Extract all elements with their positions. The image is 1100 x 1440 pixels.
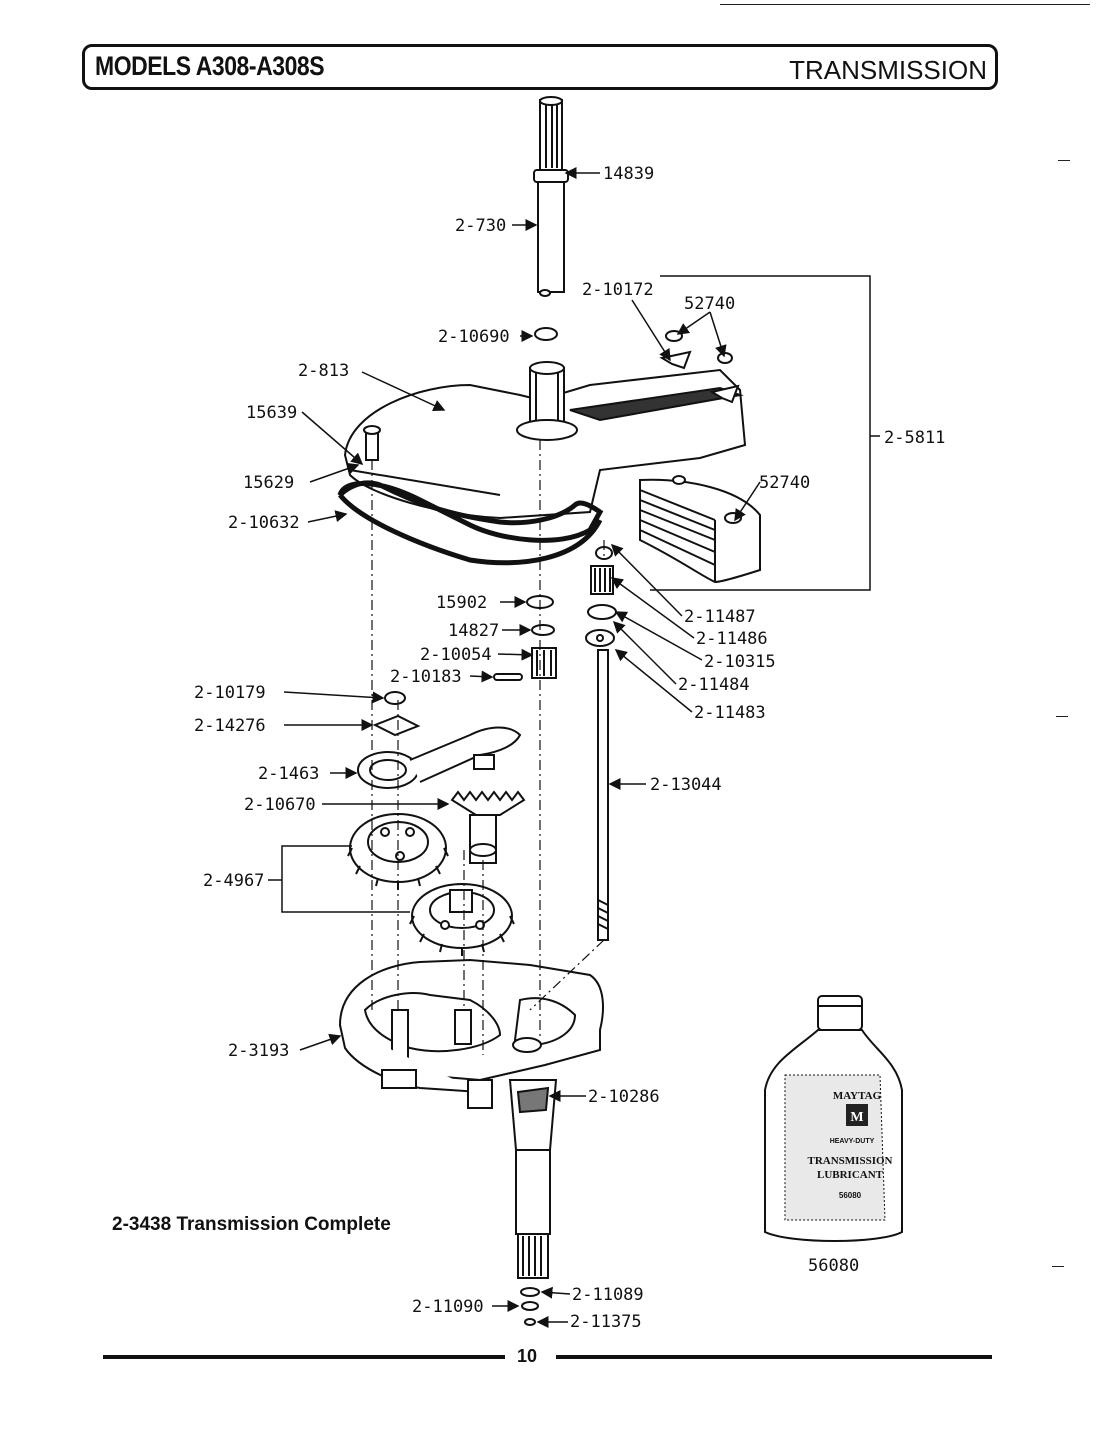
callout-52740-right: 52740 — [759, 473, 810, 493]
callout-2-10183: 2-10183 — [390, 667, 462, 687]
callout-15902: 15902 — [436, 593, 487, 613]
callout-56080: 56080 — [808, 1256, 859, 1276]
main-gear-lower — [409, 883, 515, 956]
callout-2-11484: 2-11484 — [678, 675, 750, 695]
callout-2-4967: 2-4967 — [203, 871, 264, 891]
lubricant-bottle — [764, 995, 903, 1242]
shaft-seal-washer — [534, 327, 558, 341]
callout-2-14276: 2-14276 — [194, 716, 266, 736]
bottle-line3: LUBRICANT — [817, 1169, 884, 1181]
callout-2-11483: 2-11483 — [694, 703, 766, 723]
small-pinion-set — [585, 546, 617, 647]
footer-rule-right — [556, 1355, 992, 1359]
callout-2-10054: 2-10054 — [420, 645, 492, 665]
callout-2-10172: 2-10172 — [582, 280, 654, 300]
models-title: MODELS A308-A308S — [95, 51, 325, 81]
callout-2-10179: 2-10179 — [194, 683, 266, 703]
spin-tube-shaft — [508, 1079, 558, 1326]
pinion-gear — [450, 790, 526, 864]
callout-2-730: 2-730 — [455, 216, 506, 236]
assembly-caption: 2-3438 Transmission Complete — [112, 1214, 391, 1235]
callout-15639: 15639 — [246, 403, 297, 423]
callout-2-11375: 2-11375 — [570, 1312, 642, 1332]
callout-15629: 15629 — [243, 473, 294, 493]
counterweight-stack — [639, 475, 761, 584]
callout-2-3193: 2-3193 — [228, 1041, 289, 1061]
maytag-logo — [846, 1104, 868, 1126]
callout-14839: 14839 — [603, 164, 654, 184]
callout-2-10286: 2-10286 — [588, 1087, 660, 1107]
callout-14827: 14827 — [448, 621, 499, 641]
header-box: MODELS A308-A308S TRANSMISSION — [82, 44, 998, 90]
alignment-lines — [371, 440, 605, 1055]
agitator-shaft — [533, 96, 569, 297]
bottle-brand: MAYTAG — [833, 1090, 882, 1102]
crank-arm — [357, 726, 522, 789]
callout-2-5811: 2-5811 — [884, 428, 945, 448]
maytag-logo-mark: M — [850, 1110, 863, 1125]
margin-mark — [1056, 716, 1068, 717]
callout-2-11486: 2-11486 — [696, 629, 768, 649]
group-bracket-2-4967 — [268, 845, 410, 913]
callout-2-10690: 2-10690 — [438, 327, 510, 347]
transmission-housing — [338, 958, 604, 1109]
section-title: TRANSMISSION — [789, 55, 987, 85]
callout-2-10670: 2-10670 — [244, 795, 316, 815]
callout-2-1463: 2-1463 — [258, 764, 319, 784]
margin-mark — [1052, 1266, 1064, 1267]
callout-2-10632: 2-10632 — [228, 513, 300, 533]
callout-labels: 14839 2-730 2-10172 52740 2-10690 2-813 … — [194, 164, 945, 1332]
cover-screw — [363, 425, 381, 461]
top-edge-mark — [720, 4, 1090, 5]
bottle-line2: TRANSMISSION — [808, 1155, 893, 1167]
page-number: 10 — [517, 1346, 538, 1366]
leader-lines — [283, 167, 761, 1328]
callout-52740-top: 52740 — [684, 294, 735, 314]
callout-2-11089: 2-11089 — [572, 1285, 644, 1305]
bottle-line1: HEAVY-DUTY — [830, 1138, 875, 1145]
callout-2-13044: 2-13044 — [650, 775, 722, 795]
crank-washer — [372, 691, 421, 737]
footer-rule-left — [103, 1355, 505, 1359]
group-bracket-2-5811 — [650, 275, 880, 591]
callout-2-11487: 2-11487 — [684, 607, 756, 627]
center-pinion-set — [493, 595, 557, 681]
shift-shaft — [597, 649, 609, 941]
margin-mark — [1058, 160, 1070, 161]
callout-2-813: 2-813 — [298, 361, 349, 381]
callout-2-10315: 2-10315 — [704, 652, 776, 672]
cover-gasket — [337, 480, 604, 566]
callout-2-11090: 2-11090 — [412, 1297, 484, 1317]
bottle-code: 56080 — [839, 1191, 862, 1200]
